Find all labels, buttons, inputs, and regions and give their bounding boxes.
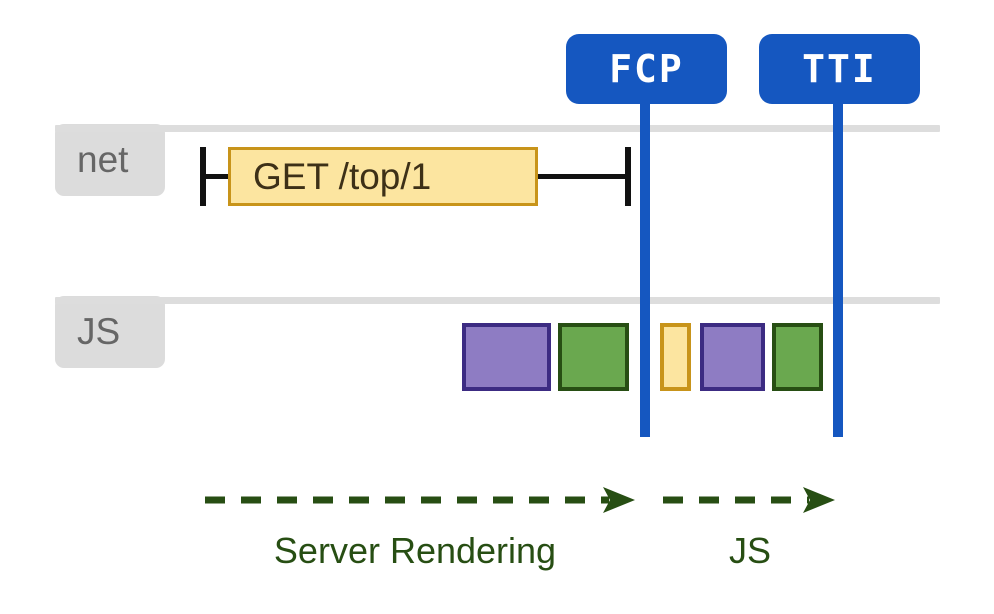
milestone-line-fcp xyxy=(640,104,650,437)
milestone-badge-fcp[interactable]: FCP xyxy=(566,34,727,104)
phase-label-server-rendering: Server Rendering xyxy=(273,530,557,571)
lane-label-text-js: JS xyxy=(77,311,121,352)
dashed-arrow-icon xyxy=(663,487,835,513)
request-whisker-tick-end xyxy=(625,147,631,206)
task-block-yellow[interactable] xyxy=(660,323,691,391)
dashed-arrow-icon xyxy=(205,487,635,513)
request-bar-get-top-1[interactable]: GET /top/1 xyxy=(228,147,538,206)
request-whisker-tick-start xyxy=(200,147,206,206)
lane-pill-js: JS xyxy=(55,296,165,368)
task-block-green[interactable] xyxy=(772,323,823,391)
phase-arrow-server-rendering xyxy=(205,486,635,514)
phase-label-js-hydration: JS xyxy=(728,530,771,571)
lane-label-text-net: net xyxy=(77,139,129,180)
phase-arrow-js-hydration xyxy=(663,486,835,514)
task-block-purple[interactable] xyxy=(700,323,765,391)
milestone-badge-label-fcp: FCP xyxy=(609,47,684,91)
milestone-badge-tti[interactable]: TTI xyxy=(759,34,920,104)
lane-pill-net: net xyxy=(55,124,165,196)
task-block-purple[interactable] xyxy=(462,323,551,391)
lane-track-js xyxy=(55,297,940,304)
milestone-badge-label-tti: TTI xyxy=(802,47,877,91)
request-bar-label: GET /top/1 xyxy=(253,155,432,197)
lane-track-net xyxy=(55,125,940,132)
task-block-green[interactable] xyxy=(558,323,629,391)
milestone-line-tti xyxy=(833,104,843,437)
